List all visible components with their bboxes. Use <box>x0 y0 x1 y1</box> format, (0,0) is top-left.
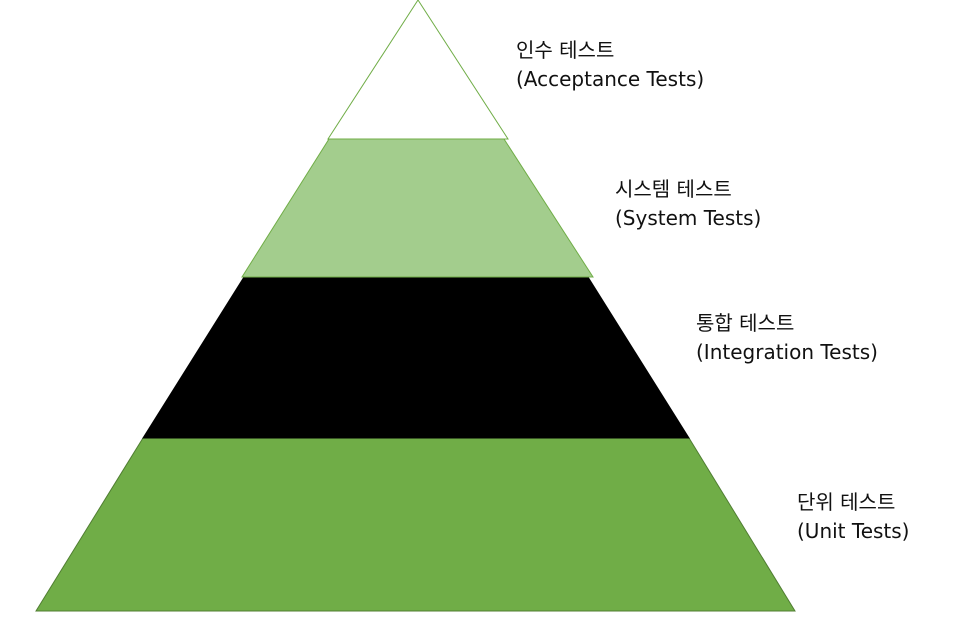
pyramid-layer-acceptance <box>327 0 509 140</box>
label-system-ko: 시스템 테스트 <box>615 177 732 201</box>
label-unit-tests: 단위 테스트 (Unit Tests) <box>797 488 909 546</box>
label-system-en: (System Tests) <box>615 206 762 230</box>
label-integration-ko: 통합 테스트 <box>696 311 795 335</box>
label-acceptance-ko: 인수 테스트 <box>516 38 615 62</box>
label-unit-en: (Unit Tests) <box>797 519 910 543</box>
pyramid-layer-unit <box>35 437 796 612</box>
pyramid-layer-system <box>241 138 594 278</box>
label-integration-en: (Integration Tests) <box>696 340 878 364</box>
label-unit-ko: 단위 테스트 <box>797 490 896 514</box>
label-integration-tests: 통합 테스트 (Integration Tests) <box>696 309 878 367</box>
label-acceptance-en: (Acceptance Tests) <box>516 67 705 91</box>
pyramid-layer-integration <box>142 276 690 439</box>
label-system-tests: 시스템 테스트 (System Tests) <box>615 175 761 233</box>
label-acceptance-tests: 인수 테스트 (Acceptance Tests) <box>516 36 704 94</box>
